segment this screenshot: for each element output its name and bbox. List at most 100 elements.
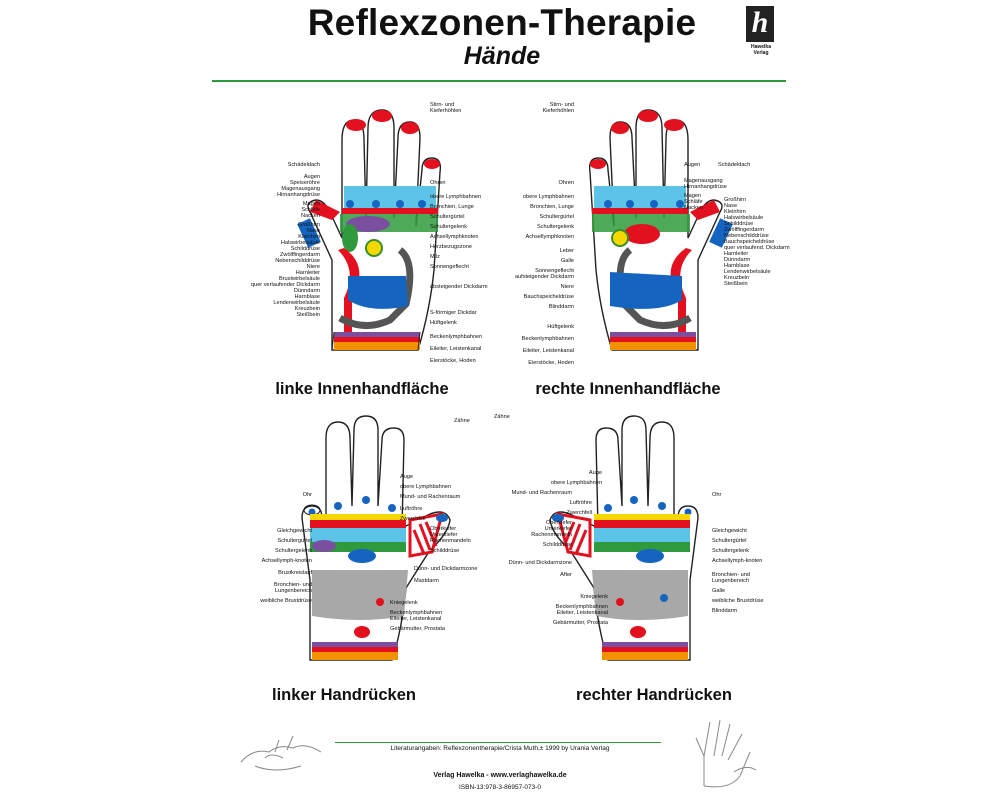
label: Nacken bbox=[301, 213, 320, 219]
label: Rachenmandeln bbox=[430, 538, 471, 544]
label: Milz bbox=[430, 254, 440, 260]
hand-left-palm-illustration bbox=[297, 109, 442, 351]
label: Gleichgewicht bbox=[712, 528, 747, 534]
label: Dünn- und Dickdarmzone bbox=[414, 566, 478, 572]
hand-massage-sketch-right bbox=[695, 719, 757, 788]
hand-right-back-labels-left: Zähne Auge obere Lymphbahnen Mund- und R… bbox=[494, 414, 608, 626]
label: Zwölffingerdarm bbox=[279, 252, 320, 258]
hand-right-palm-labels-right: Augen Schädeldach Magenausgang Hirnanhan… bbox=[684, 162, 790, 287]
label: Sonnengeflecht bbox=[535, 268, 574, 274]
publisher-logo: h Hawelka Verlag bbox=[746, 6, 776, 56]
hand-left-palm-labels-right: Stirn- und Kieferhöhlen Ohren obere Lymp… bbox=[430, 102, 500, 364]
label: Kniegelenk bbox=[390, 600, 418, 606]
label: Bronchien, Lunge bbox=[530, 204, 574, 210]
label: Nebenschilddrüse bbox=[275, 258, 320, 264]
label: Mastdarm bbox=[414, 578, 439, 584]
label: Schultergelenk bbox=[712, 548, 750, 554]
label: weibliche Brustdrüse bbox=[712, 598, 764, 604]
label: Mund- und Rachenraum bbox=[511, 490, 572, 496]
label: Zwerchfell bbox=[400, 516, 426, 522]
hand-left-back: Ohr Gleichgewicht Schultergürtel Schulte… bbox=[260, 410, 477, 690]
label: Schilddrüse bbox=[430, 548, 460, 554]
page-title: Reflexzonen-Therapie bbox=[307, 2, 697, 43]
label: Magenausgang bbox=[684, 178, 723, 184]
publisher-line: Verlag Hawelka - www.verlaghawelka.de bbox=[433, 772, 567, 779]
footer-divider bbox=[335, 742, 661, 743]
label: Mund- und Rachenraum bbox=[400, 494, 461, 500]
caption-right-palm: rechte Innenhandfläche bbox=[535, 380, 721, 398]
label: Harnleiter bbox=[724, 251, 749, 257]
label: Brustkreislauf bbox=[278, 570, 312, 576]
label: Unterkiefer bbox=[430, 532, 458, 538]
label: aufsteigender Dickdarm bbox=[514, 274, 574, 280]
hand-massage-sketch-left bbox=[240, 735, 322, 771]
label: Magenausgang bbox=[281, 186, 320, 192]
label: Gebärmutter, Prostata bbox=[390, 626, 446, 632]
label: Blinddarm bbox=[548, 304, 574, 310]
label: Brustwirbelsäule bbox=[278, 276, 320, 282]
hand-right-back-illustration bbox=[549, 415, 699, 661]
label: Eierstöcke, Hoden bbox=[528, 360, 574, 366]
label: Speiseröhre bbox=[289, 180, 320, 186]
hand-left-back-labels-right: Zähne Auge obere Lymphbahnen Mund- und R… bbox=[390, 418, 500, 632]
label: Lendenwirbelsäule bbox=[724, 269, 771, 275]
label: Ohren bbox=[558, 180, 574, 186]
label: Ohr bbox=[712, 492, 722, 498]
label: Schultergürtel bbox=[539, 214, 574, 220]
label: quer verlaufend. Dickdarm bbox=[724, 245, 790, 251]
label: Luftröhre bbox=[569, 500, 592, 506]
label: Zähne bbox=[454, 418, 470, 424]
hand-left-palm: Schädeldach Augen Speiseröhre Magenausga… bbox=[251, 100, 488, 380]
label: quer verlaufender Dickdarm bbox=[250, 282, 320, 288]
label: Kleinhirn bbox=[724, 209, 746, 215]
label: Großhirn bbox=[297, 222, 320, 228]
label: obere Lymphbahnen bbox=[522, 194, 574, 200]
label: After bbox=[560, 572, 572, 578]
label: Schultergürtel bbox=[430, 214, 465, 220]
hand-right-palm-illustration bbox=[588, 109, 733, 351]
label: Eileiter, Leistenkanal bbox=[522, 348, 574, 354]
label: Lendenwirbelsäule bbox=[273, 300, 320, 306]
logo-line2: Verlag bbox=[753, 50, 769, 56]
label: Beckenlymphbahnen bbox=[430, 334, 483, 340]
label: Achsellymph-knoten bbox=[261, 558, 312, 564]
label: Nacken bbox=[684, 205, 703, 211]
label: Bauchspeicheldrüse bbox=[523, 294, 574, 300]
label: obere Lymphbahnen bbox=[400, 484, 452, 490]
label: Luftröhre bbox=[400, 506, 423, 512]
label: Bronchien- und Lungenbereich bbox=[712, 572, 750, 584]
label: Nase bbox=[724, 203, 738, 209]
label: Oberkiefer bbox=[430, 526, 457, 532]
label: Ohren bbox=[430, 180, 446, 186]
label: Bronchien, Lunge bbox=[430, 204, 474, 210]
label: Schultergelenk bbox=[536, 224, 574, 230]
literature-reference: Literaturangaben: Reflexzonentherapie/Cr… bbox=[390, 745, 610, 752]
title-divider bbox=[212, 80, 786, 82]
label: Hirnanhangdrüse bbox=[684, 184, 727, 190]
label: Leber bbox=[559, 248, 574, 254]
logo-letter: h bbox=[746, 6, 774, 42]
label: Schultergelenk bbox=[274, 548, 312, 554]
label: weibliche Brustdrüse bbox=[260, 598, 312, 604]
label: Eileiter, Leistenkanal bbox=[556, 610, 608, 616]
label: Zwölffingerdarm bbox=[724, 227, 765, 233]
label: Harnblase bbox=[294, 294, 321, 300]
label: Schultergürtel bbox=[277, 538, 312, 544]
label: Kniegelenk bbox=[580, 594, 608, 600]
label: S-förmiger Dickdar bbox=[430, 310, 477, 316]
hand-left-back-illustration bbox=[301, 415, 451, 661]
label: Steißbein bbox=[724, 281, 748, 287]
label: Hüftgelenk bbox=[430, 320, 457, 326]
label: Schultergelenk bbox=[430, 224, 468, 230]
label: Nase bbox=[306, 228, 320, 234]
label: Augen bbox=[684, 162, 701, 168]
logo-line1: Hawelka bbox=[750, 44, 771, 50]
label: Achsellymph-knoten bbox=[712, 558, 763, 564]
label: Eileiter, Leistenkanal bbox=[390, 616, 442, 622]
label: Gebärmutter, Prostata bbox=[552, 620, 608, 626]
label: Blinddarm bbox=[712, 608, 738, 614]
hand-right-palm-labels-left: Stirn- und Kieferhöhlen Ohren obere Lymp… bbox=[506, 102, 574, 366]
label: Schädeldach bbox=[718, 162, 751, 168]
label: Schilddrüse bbox=[724, 221, 754, 227]
label: Stirn- und Kieferhöhlen bbox=[542, 102, 574, 114]
